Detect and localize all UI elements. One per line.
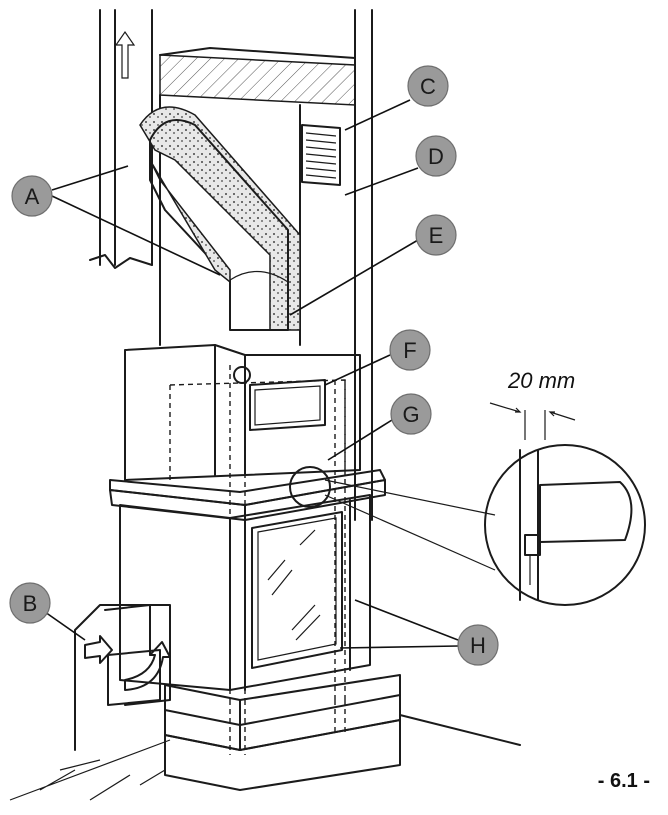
label-h: H bbox=[470, 633, 486, 658]
measurement-label: 20 mm bbox=[507, 368, 575, 393]
mantel-shelf bbox=[109, 469, 386, 521]
insulated-flue-pipe bbox=[139, 106, 301, 331]
callout-E: E bbox=[415, 214, 457, 256]
callout-H: H bbox=[457, 624, 499, 666]
label-a: A bbox=[25, 184, 40, 209]
label-b: B bbox=[23, 591, 38, 616]
air-intake-duct bbox=[9, 604, 171, 801]
detail-callout-line bbox=[289, 466, 496, 571]
label-f: F bbox=[403, 338, 416, 363]
callout-C: C bbox=[407, 65, 449, 107]
callout-D: D bbox=[415, 135, 457, 177]
callout-A: A bbox=[11, 175, 53, 217]
page-number: - 6.1 - bbox=[597, 770, 650, 792]
callout-G: G bbox=[390, 393, 432, 435]
fireplace-glass-door bbox=[251, 511, 343, 669]
detail-magnified-view bbox=[484, 444, 646, 606]
label-e: E bbox=[429, 223, 444, 248]
callout-F: F bbox=[389, 329, 431, 371]
label-c: C bbox=[420, 74, 436, 99]
fireplace-base bbox=[164, 674, 521, 791]
dimension-20mm: 20 mm bbox=[489, 368, 575, 440]
airflow-up-arrow bbox=[114, 30, 136, 79]
ventilation-grille-front bbox=[249, 379, 326, 431]
label-d: D bbox=[428, 144, 444, 169]
ventilation-grille-top bbox=[301, 124, 341, 186]
fireplace-body bbox=[119, 494, 371, 691]
callout-B: B bbox=[9, 582, 51, 624]
leader-lines bbox=[44, 99, 459, 649]
label-g: G bbox=[402, 402, 419, 427]
